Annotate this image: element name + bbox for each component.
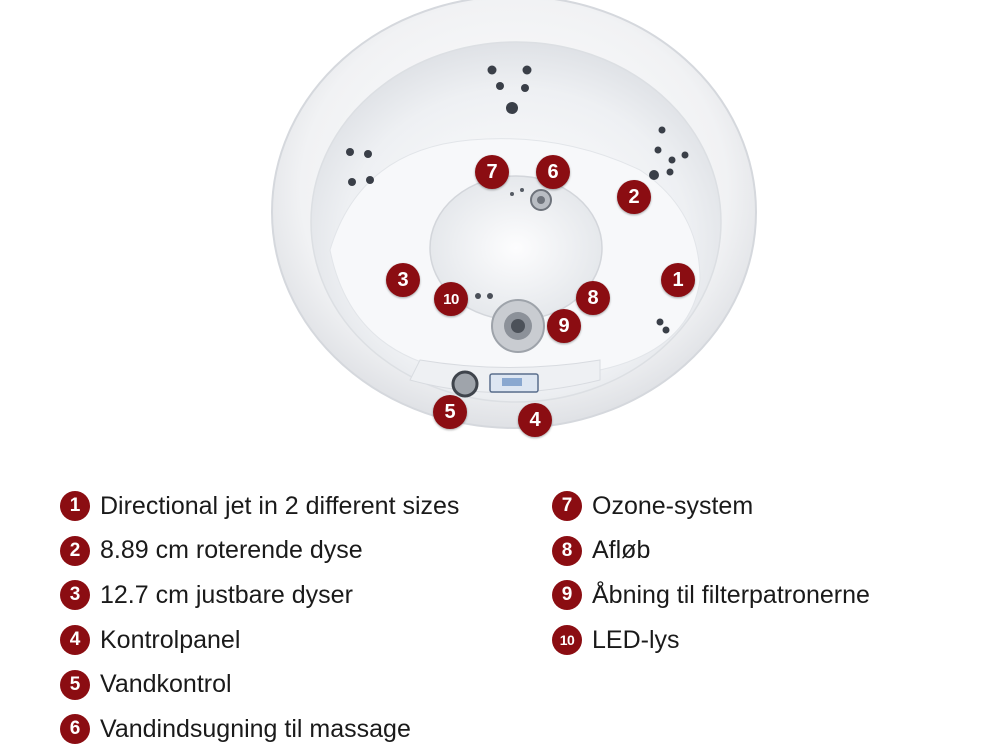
legend-badge: 5 <box>60 669 90 700</box>
marker-8: 8 <box>576 281 610 315</box>
legend-item: 9 Åbning til filterpatronerne <box>552 573 870 618</box>
legend-item: 4 Kontrolpanel <box>60 618 459 663</box>
legend-badge: 10 <box>552 625 582 656</box>
legend-item: 2 8.89 cm roterende dyse <box>60 529 459 574</box>
ozone-outlets <box>510 188 524 196</box>
legend-item: 7 Ozone-system <box>552 484 870 529</box>
legend-item: 5 Vandkontrol <box>60 662 459 707</box>
legend-item: 8 Afløb <box>552 529 870 574</box>
jet-cluster-top <box>487 65 532 114</box>
hot-tub-illustration <box>271 0 757 429</box>
marker-9: 9 <box>547 309 581 343</box>
legend-label: Ozone-system <box>592 491 754 520</box>
legend-label: 8.89 cm roterende dyse <box>100 536 363 565</box>
legend-badge: 9 <box>552 580 582 611</box>
legend-label: LED-lys <box>592 625 680 654</box>
legend-badge: 6 <box>60 714 90 745</box>
led-light-strip <box>475 293 493 299</box>
legend-left-column: 1 Directional jet in 2 different sizes 2… <box>60 484 459 752</box>
jet-cluster-right <box>649 126 689 180</box>
marker-7: 7 <box>475 155 509 189</box>
marker-6: 6 <box>536 155 570 189</box>
legend-badge: 7 <box>552 491 582 522</box>
marker-1: 1 <box>661 263 695 297</box>
marker-2: 2 <box>617 180 651 214</box>
marker-4: 4 <box>518 403 552 437</box>
marker-3: 3 <box>386 263 420 297</box>
legend-label: Kontrolpanel <box>100 625 241 654</box>
marker-10: 10 <box>434 282 468 316</box>
legend-badge: 1 <box>60 491 90 522</box>
legend-badge: 2 <box>60 535 90 566</box>
legend-label: Vandindsugning til massage <box>100 714 411 743</box>
legend-right-column: 7 Ozone-system 8 Afløb 9 Åbning til filt… <box>552 484 870 662</box>
legend-label: 12.7 cm justbare dyser <box>100 580 353 609</box>
marker-5: 5 <box>433 395 467 429</box>
water-control-knob <box>451 370 479 398</box>
legend-item: 3 12.7 cm justbare dyser <box>60 573 459 618</box>
jet-cluster-left <box>346 148 374 186</box>
hot-tub-diagram: 1 2 3 4 5 6 7 8 9 10 <box>271 0 757 437</box>
jet-cluster-lower-right <box>656 318 670 334</box>
legend-item: 6 Vandindsugning til massage <box>60 707 459 752</box>
legend-label: Directional jet in 2 different sizes <box>100 491 460 520</box>
legend-badge: 8 <box>552 535 582 566</box>
legend-item: 1 Directional jet in 2 different sizes <box>60 484 459 529</box>
legend-badge: 4 <box>60 625 90 656</box>
legend-item: 10 LED-lys <box>552 618 870 663</box>
legend-badge: 3 <box>60 580 90 611</box>
legend-label: Afløb <box>592 536 651 565</box>
legend-label: Åbning til filterpatronerne <box>592 580 870 609</box>
legend-label: Vandkontrol <box>100 670 232 699</box>
